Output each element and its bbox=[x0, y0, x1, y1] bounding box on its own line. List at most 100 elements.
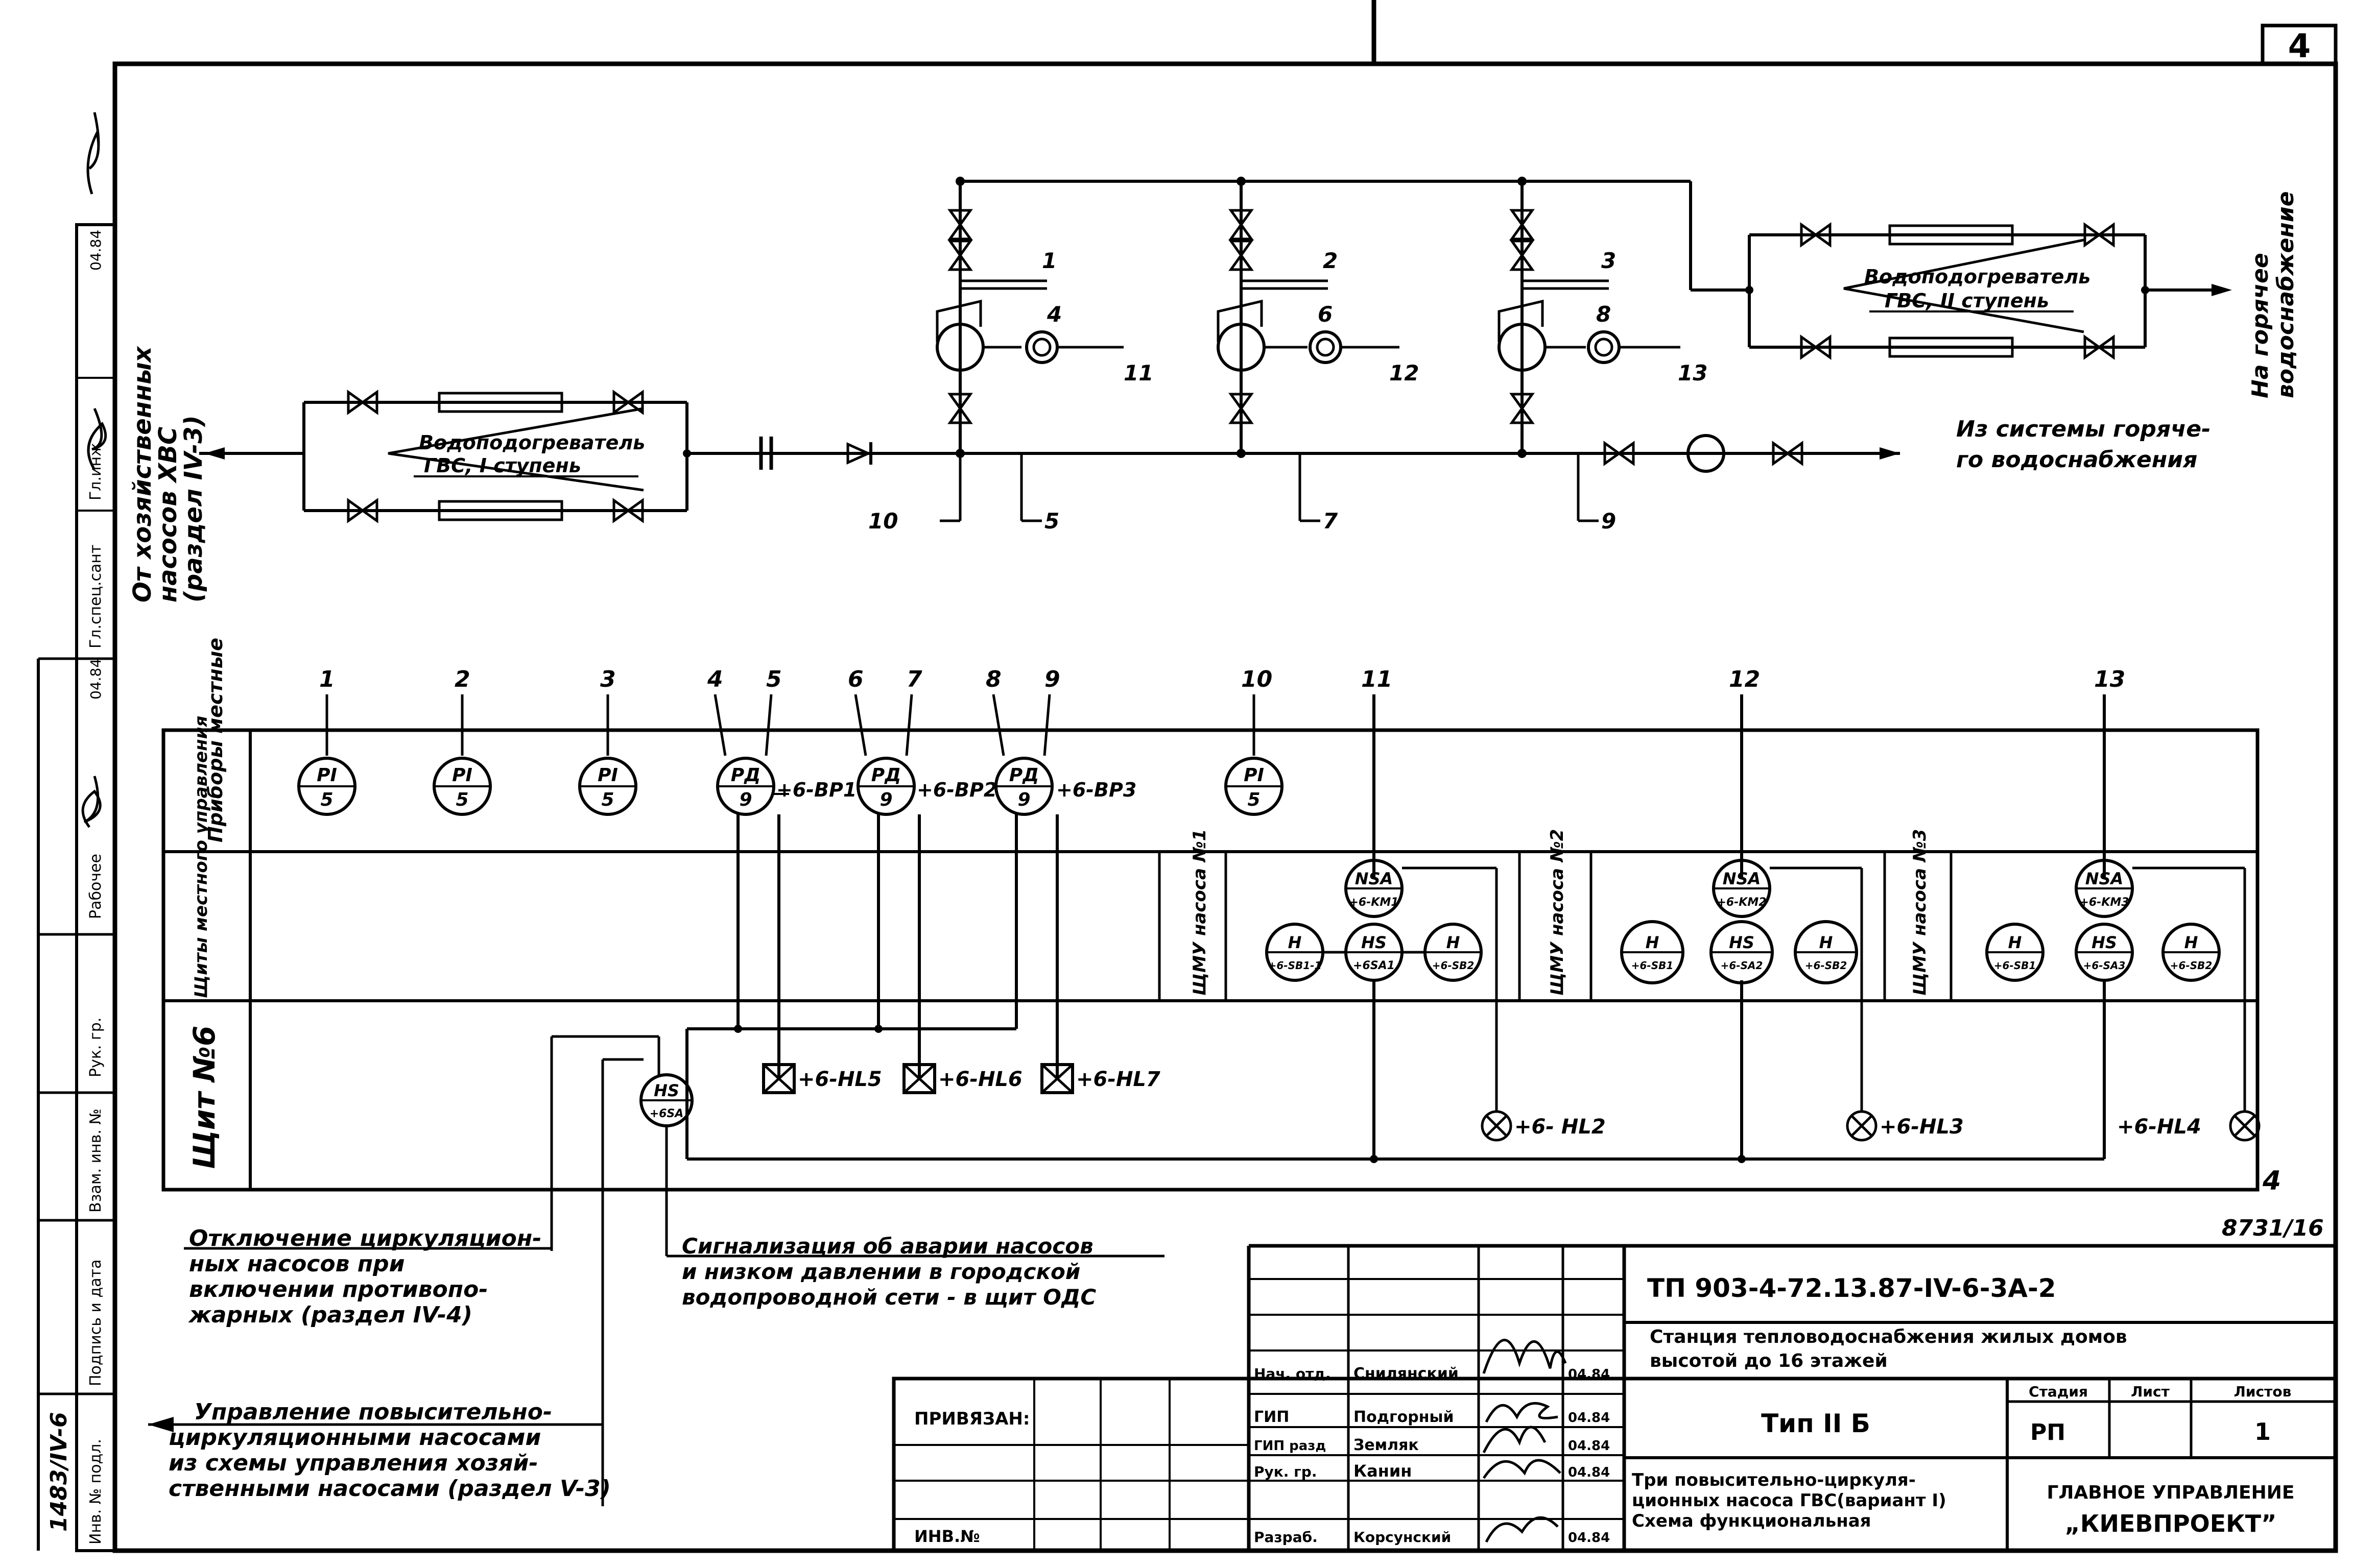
signal-lamp-hl3-tag: +6-HL3 bbox=[1880, 1115, 1964, 1139]
stamp-signature bbox=[81, 776, 102, 828]
pump-panel-1-nsa: NSA bbox=[1355, 869, 1393, 888]
pump-panel-1: ЩМУ насоса №1 NSA +6-KM1 H +6-SB1-1 HS +… bbox=[1190, 829, 1483, 996]
instrument-tag-7: 7 bbox=[907, 666, 922, 692]
note-interlock-line-3: включении противопо- bbox=[189, 1276, 488, 1302]
stamp-cell-sign-date: Подпись и дата bbox=[87, 1260, 105, 1387]
instrument-tag-2: 2 bbox=[455, 666, 470, 692]
instrument-tag-11: 11 bbox=[1361, 666, 1392, 692]
pressure-relay-3-type: PД bbox=[1009, 765, 1039, 786]
pressure-gauge-3-type: PI bbox=[598, 765, 618, 786]
pressure-relay-1: PД 9 +6-BP1 bbox=[716, 757, 857, 816]
instrument-tag-1: 1 bbox=[319, 666, 335, 692]
instrument-tag-10: 10 bbox=[1241, 666, 1272, 692]
signal-lamp-hl5: +6-HL5 bbox=[762, 1063, 882, 1094]
instrument-tag-3: 3 bbox=[600, 666, 616, 692]
pump-panel-3-hs-tag: +6-SA3 bbox=[2083, 959, 2126, 972]
sheets-value: 1 bbox=[2254, 1418, 2271, 1445]
instrument-table bbox=[161, 728, 2260, 1192]
pump-tag-1: 1 bbox=[1042, 248, 1057, 273]
left-stamp bbox=[37, 223, 116, 1552]
instrument-tag-6: 6 bbox=[848, 666, 864, 692]
person-name-4: Канин bbox=[1353, 1461, 1412, 1481]
instrument-leads bbox=[325, 694, 2106, 878]
pump-panel-1-h1: H bbox=[1288, 933, 1302, 952]
person-role-3: ГИП разд bbox=[1254, 1438, 1326, 1454]
note-alarm-line-3: водопроводной сети - в щит ОДС bbox=[682, 1285, 1096, 1310]
organization-line-2: „КИЕВПРОЕКТ” bbox=[2065, 1510, 2277, 1537]
signal-lamp-hl3: +6-HL3 bbox=[1846, 1110, 1964, 1142]
note-control-line-1: Управление повысительно- bbox=[194, 1399, 552, 1425]
signature-gip-section bbox=[1482, 1426, 1547, 1454]
person-name-1: Снилянский bbox=[1353, 1365, 1459, 1383]
signal-lamp-hl4-tag: +6-HL4 bbox=[2117, 1115, 2201, 1139]
pressure-relay-3: PД 9 +6-BP3 bbox=[994, 757, 1136, 816]
signal-lamp-hl6: +6-HL6 bbox=[902, 1063, 1023, 1094]
drawing-description-2: ционных насоса ГВС(вариант I) bbox=[1632, 1490, 1946, 1511]
pump-panel-1-title: ЩМУ насоса №1 bbox=[1190, 829, 1210, 996]
shield6-switch-tag: +6SA bbox=[650, 1107, 684, 1120]
pressure-relay-1-type: PД bbox=[731, 765, 760, 786]
gauge-tag-4: 4 bbox=[1047, 302, 1062, 327]
pressure-gauge-10-code: 5 bbox=[1247, 789, 1260, 810]
person-date-1: 04.84 bbox=[1568, 1367, 1610, 1382]
pressure-relay-2-type: PД bbox=[871, 765, 901, 786]
pump-panel-2: ЩМУ насоса №2 NSA +6-KM2 H +6-SB1 HS +6-… bbox=[1547, 829, 1858, 996]
pump-panel-1-nsa-tag: +6-KM1 bbox=[1349, 896, 1398, 909]
pump-branch-2 bbox=[1217, 177, 1399, 522]
pressure-relay-2-code: 9 bbox=[880, 789, 892, 810]
note-alarm-line-1: Сигнализация об аварии насосов bbox=[682, 1234, 1094, 1259]
note-alarm-line-2: и низком давлении в городской bbox=[682, 1259, 1080, 1284]
pump-panel-2-h1-tag: +6-SB1 bbox=[1631, 959, 1674, 972]
outlet-label-2: водоснабжение bbox=[2273, 191, 2299, 398]
signature-group-lead bbox=[1482, 1459, 1561, 1479]
pressure-relay-3-tag: +6-BP3 bbox=[1056, 779, 1136, 801]
note-control-line-3: из схемы управления хозяй- bbox=[169, 1450, 538, 1476]
heater-left-subtitle: ГВС, I ступень bbox=[424, 454, 581, 477]
pressure-relay-2: PД 9 +6-BP2 bbox=[857, 757, 997, 816]
stamp-cell-inv-orig: Инв. № подл. bbox=[87, 1439, 105, 1545]
title-block bbox=[892, 1244, 2338, 1553]
project-title-line-1: Станция тепловодоснабжения жилых домов bbox=[1650, 1326, 2127, 1347]
drawing-description-1: Три повысительно-циркуля- bbox=[1632, 1470, 1916, 1490]
line-tag-7: 7 bbox=[1323, 509, 1338, 534]
gauge-tag-8: 8 bbox=[1596, 302, 1611, 327]
sheet-number-bottom: 4 bbox=[2262, 1166, 2281, 1196]
line-tag-5: 5 bbox=[1044, 509, 1059, 534]
relay-tag-13: 13 bbox=[1678, 360, 1707, 385]
pump-panel-2-hs-tag: +6-SA2 bbox=[1721, 959, 1763, 972]
heater-left-title: Водоподогреватель bbox=[419, 431, 645, 454]
line-tag-10: 10 bbox=[868, 509, 898, 534]
drawing-type: Тип II Б bbox=[1761, 1409, 1870, 1438]
pump-panel-2-nsa-tag: +6-KM2 bbox=[1717, 896, 1766, 909]
row-label-local-1: Приборы местные bbox=[204, 638, 227, 842]
stamp-top-cell-4: 04.84 bbox=[87, 230, 104, 271]
piping-diagram bbox=[199, 177, 2232, 522]
instrument-tag-8: 8 bbox=[986, 666, 1002, 692]
signature-head-dept bbox=[1482, 1339, 1567, 1374]
signal-lamp-hl4: +6-HL4 bbox=[2117, 1110, 2261, 1142]
note-interlock-line-4: жарных (раздел IV-4) bbox=[188, 1302, 472, 1328]
person-name-3: Земляк bbox=[1353, 1436, 1419, 1454]
shield6-switch: HS +6SA bbox=[639, 1073, 694, 1127]
drawing-description-3: Схема функциональная bbox=[1632, 1511, 1871, 1531]
stamp-inv-number: 1483/IV-6 bbox=[46, 1412, 72, 1532]
pump-branch-3 bbox=[1498, 177, 1680, 522]
pressure-relay-1-tag: +6-BP1 bbox=[776, 779, 857, 801]
inlet-label-1: От хозяйственных bbox=[128, 345, 157, 602]
pressure-gauge-3-code: 5 bbox=[601, 789, 614, 810]
pump-panel-1-h2-tag: +6-SB2 bbox=[1432, 959, 1475, 972]
pressure-gauge-10-type: PI bbox=[1244, 765, 1264, 786]
tied-label: ПРИВЯЗАН: bbox=[914, 1409, 1030, 1429]
relay-tag-12: 12 bbox=[1389, 360, 1419, 385]
pressure-relay-3-code: 9 bbox=[1017, 789, 1030, 810]
signal-lamp-hl2: +6- HL2 bbox=[1481, 1110, 1606, 1142]
person-date-5: 04.84 bbox=[1568, 1530, 1610, 1546]
note-interlock: Отключение циркуляцион- ных насосов при … bbox=[184, 1225, 552, 1328]
pressure-gauge-2-type: PI bbox=[452, 765, 472, 786]
signature-developer bbox=[1485, 1516, 1559, 1543]
pump-tag-2: 2 bbox=[1323, 248, 1338, 273]
pump-panel-2-h2: H bbox=[1819, 933, 1833, 952]
pressure-relay-1-code: 9 bbox=[739, 789, 752, 810]
sheet-header: Лист bbox=[2131, 1383, 2170, 1400]
note-alarm: Сигнализация об аварии насосов и низком … bbox=[667, 1234, 1164, 1310]
